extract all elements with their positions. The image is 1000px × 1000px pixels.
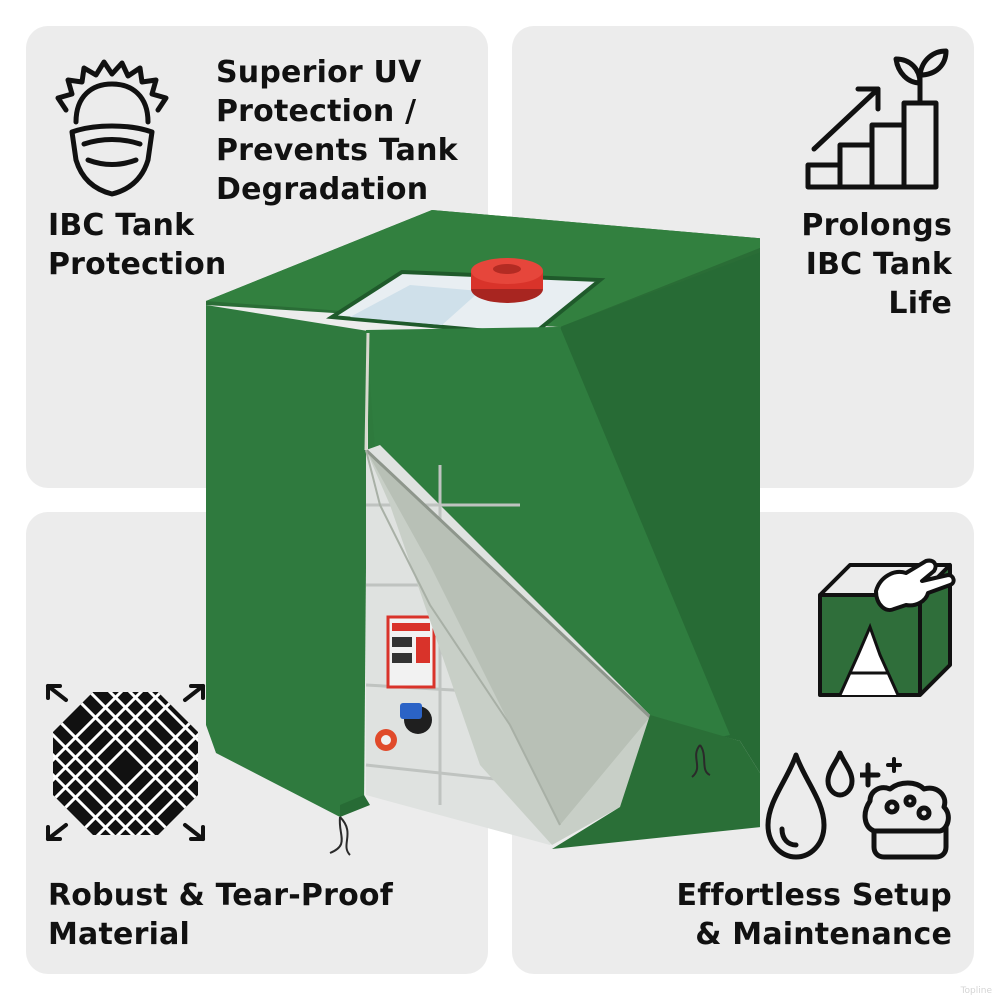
feature-setup-line-1: Effortless Setup bbox=[676, 878, 952, 913]
feature-uv-line-1: Superior UV bbox=[216, 55, 422, 90]
feature-ibc-protection: IBC Tank Protection bbox=[48, 206, 226, 284]
growth-chart-icon bbox=[805, 48, 949, 190]
feature-uv-line-4: Degradation bbox=[216, 172, 429, 207]
feature-ibc-line-1: IBC Tank bbox=[48, 208, 195, 243]
feature-prolongs-life: Prolongs IBC Tank Life bbox=[801, 206, 952, 323]
hand-cover-icon bbox=[818, 558, 956, 697]
watermark: Topline bbox=[960, 986, 992, 996]
cover-right-side bbox=[560, 252, 760, 773]
feature-robust-line-1: Robust & Tear-Proof bbox=[48, 878, 393, 913]
feature-setup-line-2: & Maintenance bbox=[695, 917, 952, 952]
feature-ibc-line-2: Protection bbox=[48, 247, 227, 282]
feature-effortless-setup: Effortless Setup & Maintenance bbox=[677, 876, 952, 954]
feature-prolongs-line-2: IBC Tank bbox=[805, 247, 952, 282]
feature-uv-line-2: Protection / bbox=[216, 94, 417, 129]
cover-front-left bbox=[206, 305, 368, 817]
feature-prolongs-line-1: Prolongs bbox=[801, 208, 952, 243]
feature-uv-line-3: Prevents Tank bbox=[216, 133, 458, 168]
sponge-icon bbox=[860, 757, 951, 860]
feature-prolongs-line-3: Life bbox=[888, 286, 952, 321]
sun-mask-icon bbox=[55, 59, 169, 197]
water-drops-icon bbox=[765, 750, 855, 860]
woven-fabric-icon bbox=[46, 684, 205, 841]
feature-uv-protection: Superior UV Protection / Prevents Tank D… bbox=[216, 53, 458, 209]
feature-robust-line-2: Material bbox=[48, 917, 190, 952]
ibc-tank-cover-image bbox=[206, 210, 760, 856]
feature-robust-material: Robust & Tear-Proof Material bbox=[48, 876, 393, 954]
